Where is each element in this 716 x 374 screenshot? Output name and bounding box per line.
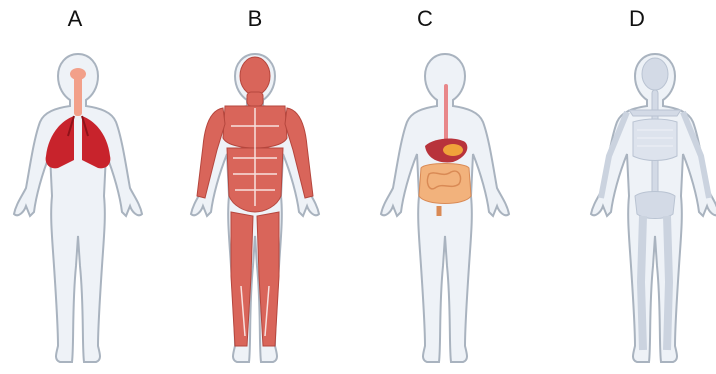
panel-c-figure bbox=[355, 46, 535, 372]
skeleton-icon bbox=[601, 58, 709, 350]
panel-d-figure bbox=[565, 46, 716, 372]
panel-label-c: C bbox=[410, 6, 440, 32]
panel-b-figure bbox=[165, 46, 345, 372]
panel-label-a: A bbox=[60, 6, 90, 32]
panel-label-b: B bbox=[240, 6, 270, 32]
digestive-organs-icon bbox=[419, 84, 471, 216]
panel-label-d: D bbox=[622, 6, 652, 32]
panel-a-figure bbox=[0, 46, 168, 372]
